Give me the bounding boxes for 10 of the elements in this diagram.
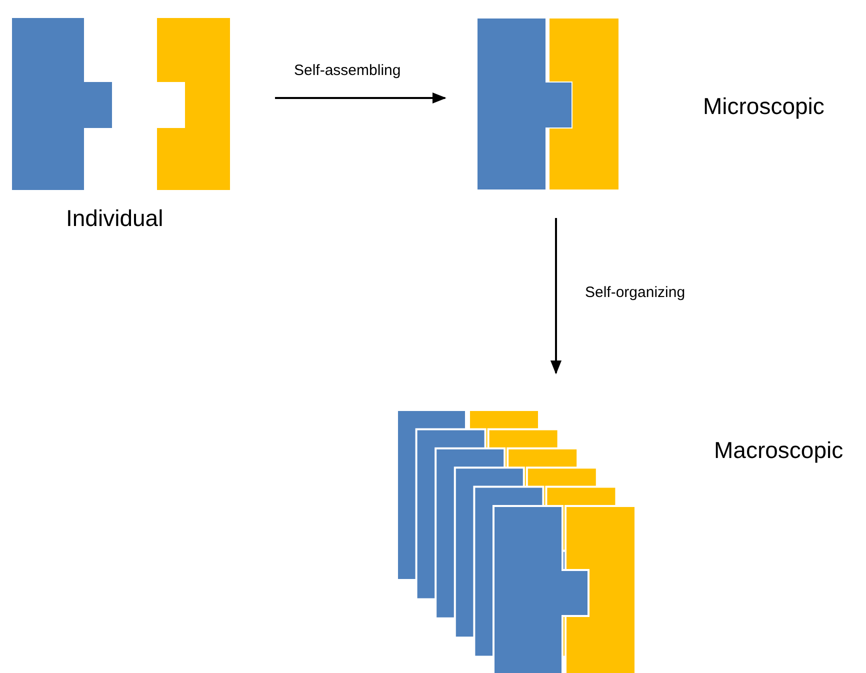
stage-label: Macroscopic xyxy=(714,437,844,464)
puzzle-pieces-drawing xyxy=(477,18,619,190)
puzzle-pieces-drawing xyxy=(397,410,636,673)
edge-label: Self-organizing xyxy=(583,284,688,301)
arrow xyxy=(275,92,446,104)
arrow xyxy=(550,218,562,374)
puzzle-pieces-drawing xyxy=(12,18,230,190)
stage-label: Microscopic xyxy=(703,93,824,120)
edge-label: Self-assembling xyxy=(292,62,403,79)
stage-label: Individual xyxy=(66,205,164,232)
